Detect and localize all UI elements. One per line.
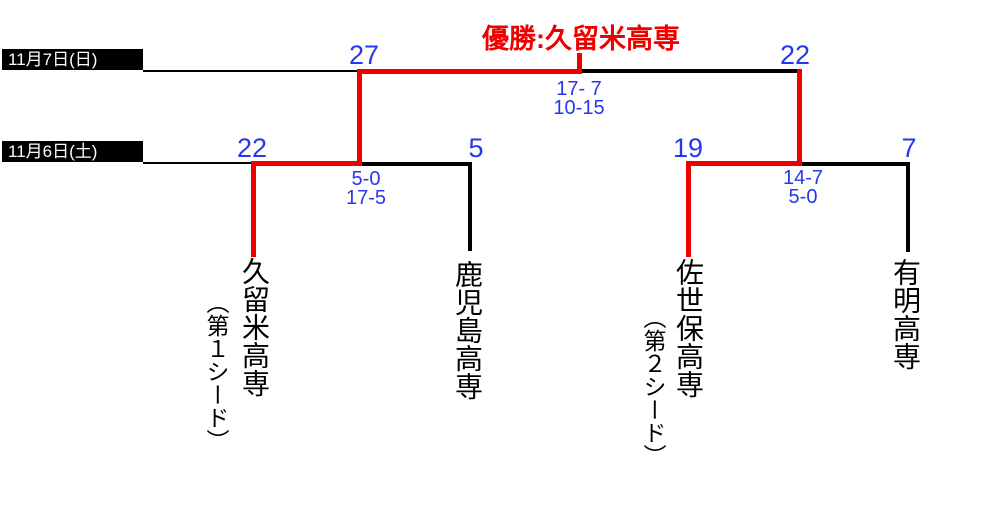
final-right-score: 22 <box>779 40 811 70</box>
semifinal-left-line-loser-side <box>362 162 472 166</box>
final-set-scores: 17- 7 10-15 <box>519 78 639 119</box>
final-line-loser-side <box>582 69 802 73</box>
final-line-winner-side <box>357 69 582 74</box>
champion-title: 優勝:久留米高専 <box>482 24 680 54</box>
semifinal-left-set-1: 5-0 <box>351 168 381 190</box>
ariake-connector <box>906 162 910 252</box>
semifinal-right-set-1: 14-7 <box>782 167 824 189</box>
date-label-nov7: 11月7日(日) <box>2 49 143 70</box>
semifinal-left-set-2: 17-5 <box>345 187 387 209</box>
date-line-nov7 <box>143 70 357 72</box>
date-line-nov6 <box>143 162 251 164</box>
final-right-connector <box>797 69 802 166</box>
team-sasebo-seed: （第２シード） <box>640 306 666 467</box>
sasebo-connector <box>686 161 691 257</box>
team-sasebo: 佐世保高専 <box>673 258 704 398</box>
team-kurume-seed: （第１シード） <box>203 291 229 452</box>
team-kurume: 久留米高専 <box>239 257 270 397</box>
team-ariake: 有明高専 <box>890 258 921 370</box>
kagoshima-connector <box>468 162 472 251</box>
final-set-2: 10-15 <box>553 97 605 119</box>
champion-stub <box>577 53 582 74</box>
semifinal-right-line-winner-side <box>686 161 802 166</box>
kurume-connector <box>251 161 256 257</box>
semifinal-right-line-loser-side <box>802 162 910 166</box>
semifinal-left-right-score: 5 <box>468 133 484 163</box>
final-left-score: 27 <box>348 40 380 70</box>
semifinal-left-left-score: 22 <box>236 133 268 163</box>
semifinal-left-line-winner-side <box>251 161 362 166</box>
semifinal-right-left-score: 19 <box>672 133 704 163</box>
semifinal-right-set-scores: 14-7 5-0 <box>743 167 863 208</box>
team-kagoshima: 鹿児島高専 <box>452 260 483 400</box>
final-left-connector <box>357 69 362 166</box>
final-set-1: 17- 7 <box>556 78 602 100</box>
date-label-nov6: 11月6日(土) <box>2 141 143 162</box>
semifinal-right-set-2: 5-0 <box>788 186 818 208</box>
semifinal-left-set-scores: 5-0 17-5 <box>306 168 426 209</box>
semifinal-right-right-score: 7 <box>901 133 917 163</box>
